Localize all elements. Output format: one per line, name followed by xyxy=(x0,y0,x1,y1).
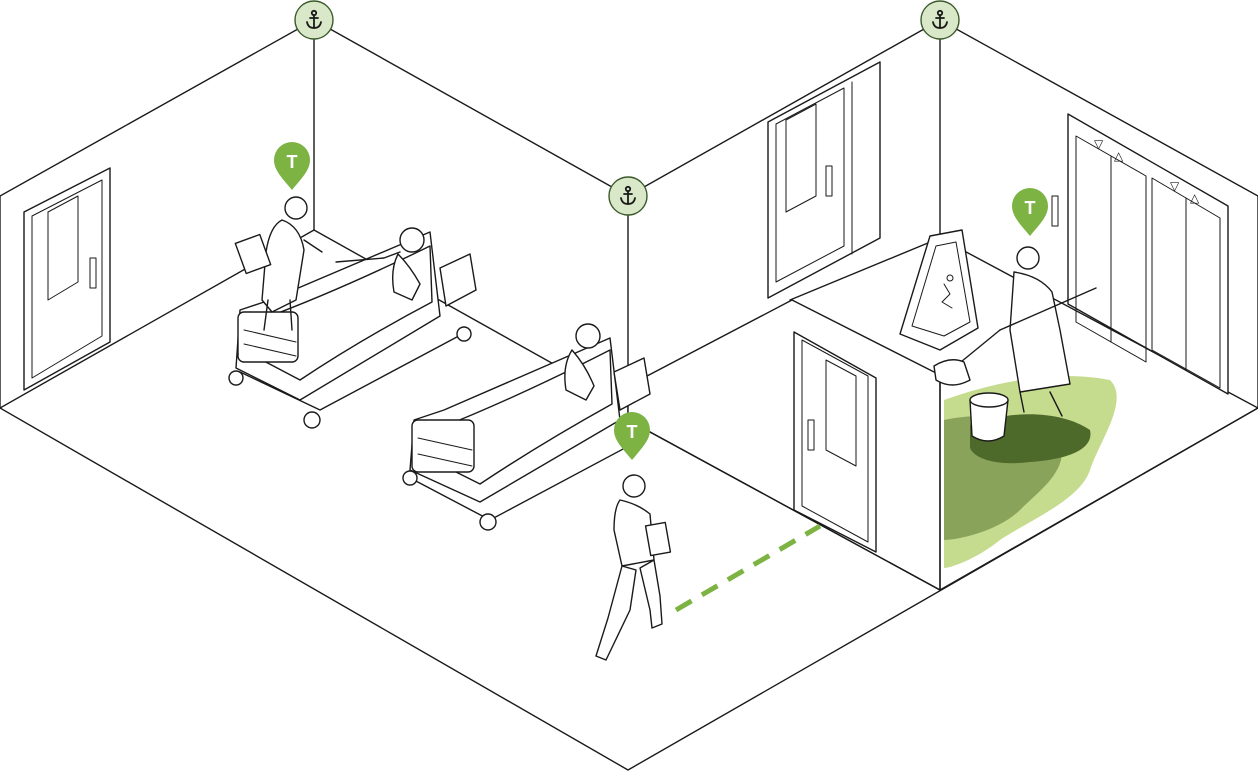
right-room-back-door xyxy=(767,61,881,299)
tag-letter: T xyxy=(1025,198,1036,218)
left-room-door xyxy=(23,167,111,391)
anchor-icon xyxy=(306,9,322,29)
elevator-indicator-3: ▽ xyxy=(1170,179,1180,193)
tag-letter: T xyxy=(287,152,298,172)
walking-nurse xyxy=(595,474,672,661)
elevator-indicator-2: △ xyxy=(1114,149,1124,163)
anchor-icon xyxy=(932,9,948,29)
anchor-center[interactable] xyxy=(608,176,648,216)
walking-path xyxy=(674,523,822,613)
mop-bucket xyxy=(969,392,1009,442)
tag-pin-icon xyxy=(274,142,310,190)
elevator-bank: ▽ △ ▽ △ xyxy=(1051,113,1229,395)
anchor-top-left[interactable] xyxy=(294,0,334,40)
patient-1 xyxy=(335,227,425,301)
tag-cleaner[interactable]: T xyxy=(1012,188,1048,236)
tag-pin-icon xyxy=(1012,188,1048,236)
cleaning-staff xyxy=(933,246,1097,417)
patient-2 xyxy=(564,323,601,401)
tag-letter: T xyxy=(627,422,638,442)
tag-nurse-bedside[interactable]: T xyxy=(274,142,310,190)
hospital-bed-2 xyxy=(402,337,651,531)
elevator-indicator-1: ▽ xyxy=(1094,137,1104,151)
anchor-top-right[interactable] xyxy=(920,0,960,40)
partition-door xyxy=(793,331,877,553)
tag-walking-nurse[interactable]: T xyxy=(614,412,650,460)
anchor-icon xyxy=(620,185,636,205)
wet-floor-sign xyxy=(899,229,979,351)
elevator-indicator-4: △ xyxy=(1190,191,1200,205)
tag-pin-icon xyxy=(614,412,650,460)
bedside-nurse xyxy=(234,196,323,331)
